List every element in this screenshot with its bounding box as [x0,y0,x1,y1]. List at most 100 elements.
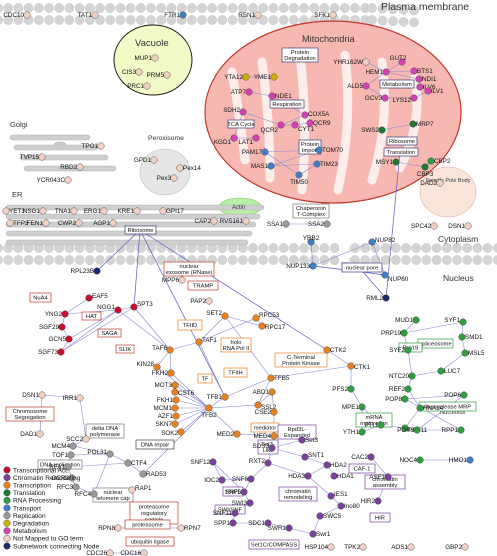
node-taf1[interactable]: TAF1 [195,337,218,346]
node-rna14[interactable]: RNA14 [416,404,444,413]
node-rpn7[interactable]: RPN7 [177,524,202,533]
node-noc4[interactable]: NOC4 [400,456,424,465]
node-yth1[interactable]: YTH1 [343,428,366,437]
node-cac2[interactable]: CAC2 [351,453,375,462]
node-tpo1[interactable]: TPO1 [82,142,105,151]
node-spp1[interactable]: SPP1 [214,519,237,528]
node-cse2[interactable]: CSE2 [255,408,278,417]
node-pap2[interactable]: PAP2 [190,297,213,306]
node-cdc16[interactable]: CDC16 [120,549,148,556]
node-gpi17[interactable]: GPI17 [159,207,185,216]
node-ies1[interactable]: IES1 [327,491,348,500]
node-sws2[interactable]: SWS2 [361,126,386,135]
node-rap1[interactable]: RAP1 [128,485,152,494]
node-rfa1[interactable]: RFA1 [49,463,72,472]
node-cis3[interactable]: CIS3 [122,68,143,77]
node-hda2[interactable]: HDA2 [323,461,348,470]
node-mup1[interactable]: MUP1 [135,54,159,63]
node-pti1[interactable]: PTI1 [365,421,385,430]
node-pop3[interactable]: POP3 [397,426,421,435]
node-tfb2[interactable]: TFB2 [201,404,217,420]
node-mcm4[interactable]: MCM4 [51,442,77,451]
node-ssl2[interactable]: SSL2 [254,401,277,412]
node-rsn1[interactable]: RSN1 [238,11,262,20]
node-hem1[interactable]: HEM1 [366,68,390,77]
node-atp7[interactable]: ATP7 [231,88,253,97]
node-ctk2[interactable]: CTK2 [323,346,347,355]
node-hir2[interactable]: HIR2 [361,497,382,506]
node-ilv6[interactable]: ILV6 [416,83,436,92]
node-gpd1[interactable]: GPD1 [134,156,158,165]
node-yhr162w[interactable]: YHR162W [333,58,370,66]
node-cyt1[interactable]: CYT1 [291,121,315,134]
node-snf6[interactable]: SNF6 [232,475,255,484]
node-sok2[interactable]: SOK2 [161,428,185,438]
node-ctk1[interactable]: CTK1 [347,362,371,372]
node-qcr9[interactable]: QCR9 [306,119,331,128]
node-nsg1[interactable]: NSG1 [23,207,47,216]
node-tfb1[interactable]: TFB1 [207,393,229,402]
node-fen1[interactable]: FEN1 [27,219,50,228]
node-qcr2[interactable]: QCR2 [261,121,285,135]
node-ssa1[interactable]: SSA1 [267,220,290,229]
node-cox5a[interactable]: COX5A [301,111,330,119]
node-cbp3[interactable]: CBP3 [417,163,434,179]
node-hda1[interactable]: HDA1 [330,472,355,481]
node-tfp3[interactable]: TFP3 [6,219,29,228]
node-lys12[interactable]: LYS12 [393,94,418,105]
node-kgd1[interactable]: KGD1 [214,134,238,147]
node-tpk2[interactable]: TPK2 [344,543,367,552]
node-rpc53[interactable]: RPC53 [252,312,280,322]
node-rml2[interactable]: RML2 [366,294,390,303]
node-snf11[interactable]: SNF11 [213,509,239,518]
node-sgf73[interactable]: SGF73 [38,348,65,357]
node-swi3[interactable]: SWI3 [232,499,254,508]
node-prc1[interactable]: PRC1 [127,82,151,91]
node-skn7[interactable]: SKN7 [156,420,179,429]
node-cst6[interactable]: CST6 [171,388,195,398]
node-rpp1[interactable]: RPP1 [442,426,465,435]
node-ocr2[interactable]: OCR2 [52,474,76,483]
node-mpp6[interactable]: MPP6 [162,276,186,285]
node-abd1[interactable]: ABD1 [253,388,276,397]
node-gcn5[interactable]: GCN5 [49,335,73,344]
node-cdc26[interactable]: CDC26 [86,549,114,556]
node-fkh2[interactable]: FKH2 [152,369,175,378]
node-tom70[interactable]: TOM70 [315,146,344,155]
node-cdc10[interactable]: CDC10 [3,11,31,20]
node-ino80[interactable]: Ino80 [337,502,361,511]
node-pex14[interactable]: Pex14 [176,164,202,173]
node-nup60[interactable]: NUP60 [381,271,409,284]
node-syf1[interactable]: SYF1 [444,317,467,326]
node-rpc17[interactable]: RPC17 [258,322,286,332]
node-fkh1[interactable]: FKH1 [157,396,180,405]
node-dad1[interactable]: DAD1 [20,430,44,439]
node-yrb2[interactable]: YRB2 [303,235,320,246]
node-set2[interactable]: SET2 [206,310,229,320]
node-prp19[interactable]: PRP19 [381,329,408,338]
node-nup133[interactable]: NUP133 [286,262,317,271]
node-asf1[interactable]: ASF1 [369,473,392,482]
node-ref2[interactable]: REF2 [389,385,412,394]
node-rpl23b[interactable]: RPL23B [71,267,101,276]
node-pfs2[interactable]: PFS2 [332,385,355,394]
node-rfc3[interactable]: RFC3 [57,483,80,492]
node-kre1[interactable]: KRE1 [118,207,141,216]
node-syf2[interactable]: SYF2 [389,346,412,355]
node-tof1[interactable]: TOF1 [52,451,75,460]
node-dad2[interactable]: DAD2 [420,179,444,188]
node-mas1[interactable]: MAS1 [251,162,275,171]
node-mpe1[interactable]: MPE1 [342,403,366,412]
node-mcm1[interactable]: MCM1 [153,404,179,413]
node-dsn1[interactable]: DSN1 [22,391,46,400]
node-hsp104[interactable]: HSP104 [305,543,335,552]
node-smd1[interactable]: SMD1 [458,333,483,342]
node-sds3[interactable]: SDS3 [253,443,276,452]
node-eaf5[interactable]: EAF5 [85,293,109,302]
node-pop8[interactable]: POP8 [385,395,409,404]
node-yet3[interactable]: YET3 [2,207,26,216]
node-set3[interactable]: Set3 [298,436,319,445]
node-swc5[interactable]: SWC5 [316,512,342,521]
node-aos1[interactable]: AOS1 [391,543,415,552]
node-snf12[interactable]: SNF12 [190,458,217,467]
